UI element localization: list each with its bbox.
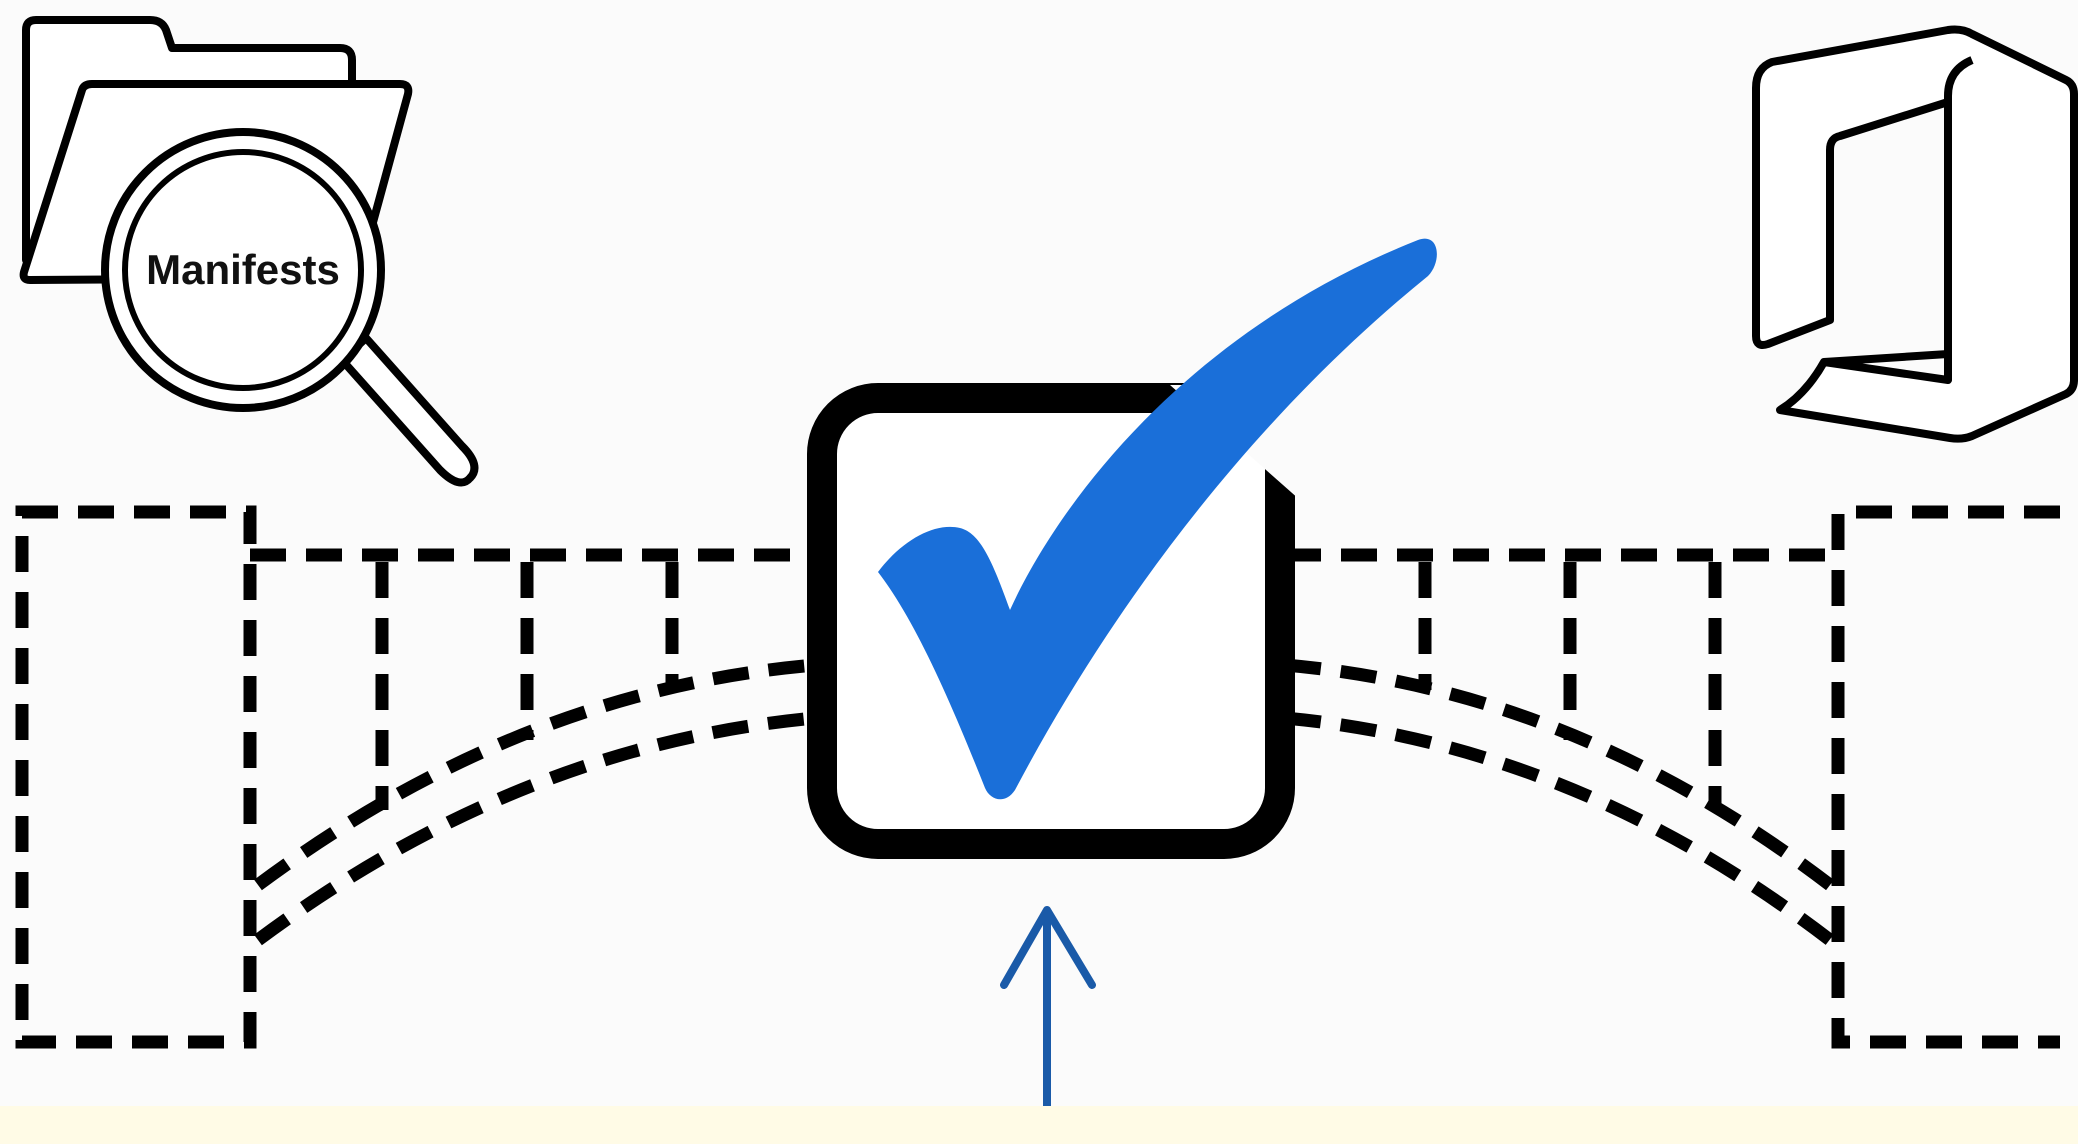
dashed-bridge-right xyxy=(1285,512,2060,1042)
right-arch-upper xyxy=(1285,665,1830,885)
magnifying-glass-icon: Manifests xyxy=(105,132,475,483)
manifests-label: Manifests xyxy=(146,246,340,293)
dashed-bridge-left xyxy=(22,512,815,1042)
microsoft-office-logo xyxy=(1756,30,2074,439)
right-arch-lower xyxy=(1285,718,1830,940)
left-arch-upper xyxy=(258,665,815,885)
left-arch-lower xyxy=(258,718,815,940)
left-pillar xyxy=(22,512,250,1042)
bottom-highlight-strip xyxy=(0,1106,2078,1144)
right-pillar xyxy=(1838,512,2060,1042)
